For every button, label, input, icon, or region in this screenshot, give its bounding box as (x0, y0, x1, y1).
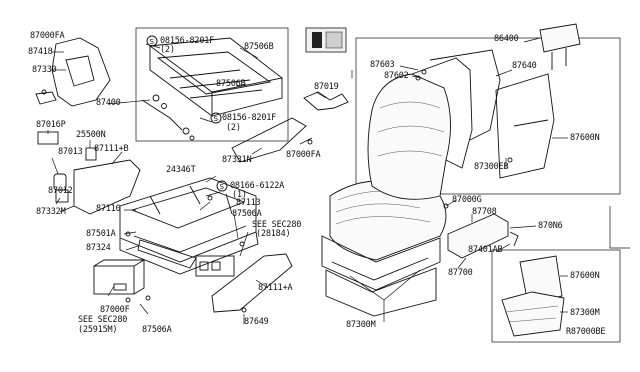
label-87332m: 87332M (36, 207, 66, 217)
label-87300m: 87300M (346, 320, 376, 330)
label-87019: 87019 (314, 82, 339, 92)
seat-cushion (321, 180, 447, 317)
label-87400: 87400 (96, 98, 121, 108)
label-see-sec280-a: SEE SEC280 (252, 220, 302, 230)
label-r87000be: R87000BE (566, 327, 606, 337)
label-870n6: 870N6 (538, 221, 563, 231)
clip-25500n (85, 147, 97, 161)
side-trim-upper (35, 37, 111, 107)
label-87300m-right: 87300M (570, 308, 600, 318)
side-finisher-a (211, 253, 293, 313)
label-see-sec280-b: SEE SEC280 (78, 315, 128, 325)
label-87506a-top: 87506A (232, 209, 262, 219)
label-87016p: 87016P (36, 120, 66, 130)
label-87324: 87324 (86, 243, 111, 253)
label-86400: 86400 (494, 34, 519, 44)
label-87110: 87110 (96, 204, 121, 214)
label-87640: 87640 (512, 61, 537, 71)
label-25500n: 25500N (76, 130, 106, 140)
reference-inset-icon (305, 27, 347, 53)
label-87602: 87602 (384, 71, 409, 81)
label-87113: 87113 (236, 198, 261, 208)
label-87000f: 87000F (100, 305, 130, 315)
control-module (93, 259, 146, 295)
screw-fasteners (41, 69, 513, 313)
seat-back (367, 49, 555, 200)
svg-text:S: S (220, 183, 225, 191)
label-87111a: 87111+A (258, 283, 293, 293)
label-87000fa-mid: 87000FA (286, 150, 321, 160)
s-marker-icons: S S S (146, 35, 228, 192)
seat-back-box (355, 37, 621, 195)
knob-87012 (55, 189, 69, 203)
svg-text:S: S (214, 115, 219, 123)
label-bolt-08166-qty: (1) (232, 190, 247, 200)
inset-seat (501, 255, 565, 337)
label-bolt-08156-b: 08156-8201F (222, 113, 277, 123)
label-bolt-08166: 08166-6122A (230, 181, 285, 191)
inset-box (491, 249, 621, 343)
label-87501a: 87501A (86, 229, 116, 239)
headrest (539, 23, 581, 70)
trim-87331n (231, 117, 307, 163)
label-87600n-top: 87600N (570, 133, 600, 143)
label-see-sec280-b-ref: (25915M) (78, 325, 118, 335)
seat-cushion-frame (119, 177, 259, 275)
label-87506a-bot: 87506A (142, 325, 172, 335)
label-87506b-a: 87506B (244, 42, 274, 52)
label-bolt-08156-a: 08156-8201F (160, 36, 215, 46)
seat-track-assembly (141, 37, 284, 135)
label-24346t: 24346T (166, 165, 196, 175)
label-87331n: 87331N (222, 155, 252, 165)
label-bolt-08156-b-qty: (2) (226, 123, 241, 133)
label-87300eb: 87300EB (474, 162, 509, 172)
label-87330: 87330 (32, 65, 57, 75)
label-87649: 87649 (244, 317, 269, 327)
label-87111b: 87111+B (94, 144, 129, 154)
label-87013: 87013 (58, 147, 83, 157)
seat-motor (195, 255, 235, 277)
label-87603: 87603 (370, 60, 395, 70)
svg-text:S: S (150, 38, 155, 46)
label-87401ab: 87401AB (468, 245, 503, 255)
label-bolt-08156-a-qty: (2) (160, 45, 175, 55)
label-87506b-b: 87506B (216, 79, 246, 89)
leader-lines (47, 37, 568, 324)
armrest (447, 213, 519, 259)
armrest-bracket-line (609, 206, 630, 249)
seat-track-frame-box (135, 27, 289, 142)
label-87418: 87418 (28, 47, 53, 57)
label-87000fa-top: 87000FA (30, 31, 65, 41)
label-87708: 87708 (472, 207, 497, 217)
harness-87019 (303, 91, 349, 111)
label-87012: 87012 (48, 186, 73, 196)
label-87600n-bot: 87600N (570, 271, 600, 281)
label-see-sec280-a-ref: (28184) (256, 229, 291, 239)
label-87700: 87700 (448, 268, 473, 278)
label-87000g: 87000G (452, 195, 482, 205)
